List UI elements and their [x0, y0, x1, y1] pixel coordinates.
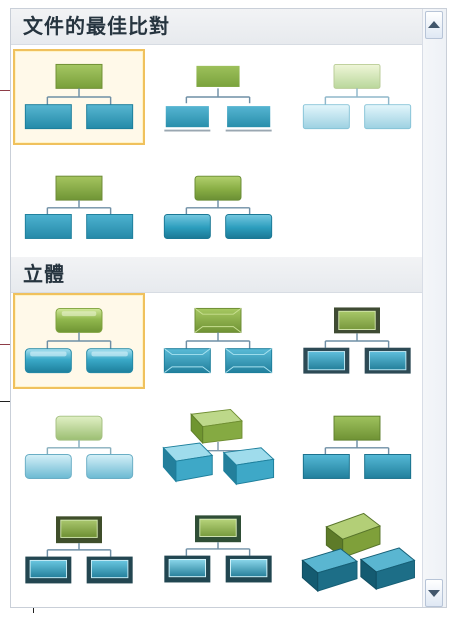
- callout-line-middle: [0, 344, 12, 345]
- style-tile-3d-cartoon[interactable]: [291, 293, 423, 389]
- style-tile-3d-polished[interactable]: [13, 293, 145, 389]
- gallery-content: 文件的最佳比對: [11, 9, 423, 607]
- style-tile-simple-fill[interactable]: [13, 49, 145, 145]
- style-tile-3d-inset[interactable]: [152, 293, 284, 389]
- scroll-down-button[interactable]: [425, 579, 443, 607]
- 3d-polished-preview: [24, 307, 134, 374]
- simple-fill-preview: [24, 63, 134, 130]
- style-tile-3d-metallic[interactable]: [291, 395, 423, 491]
- style-tile-3d-flat-scene[interactable]: [152, 499, 284, 595]
- style-tile-white-outline[interactable]: [152, 49, 284, 145]
- 3d-inset-preview: [163, 307, 273, 374]
- smartart-style-gallery: 文件的最佳比對: [10, 8, 447, 608]
- style-tile-3d-block-scene[interactable]: [291, 499, 423, 595]
- vertical-scrollbar[interactable]: [422, 9, 446, 607]
- subtle-effect-preview: [302, 63, 412, 130]
- 3d-sunset-scene-preview: [25, 516, 133, 584]
- style-tile-moderate-effect[interactable]: [13, 155, 145, 251]
- section-title-3d: 立體: [23, 262, 65, 286]
- moderate-effect-preview: [24, 175, 134, 239]
- style-tile-subtle-effect[interactable]: [291, 49, 423, 145]
- style-tile-intense-effect[interactable]: [152, 155, 284, 251]
- 3d-flat-scene-preview: [164, 515, 272, 583]
- style-tile-3d-sunset-scene[interactable]: [13, 499, 145, 595]
- intense-effect-preview: [163, 175, 273, 239]
- style-tile-3d-brick-scene[interactable]: [152, 395, 284, 491]
- 3d-cartoon-preview: [303, 307, 411, 374]
- section-header-3d: 立體: [11, 257, 423, 293]
- chevron-down-icon: [428, 590, 440, 597]
- white-outline-preview: [162, 62, 274, 132]
- section-title-document-best-match: 文件的最佳比對: [23, 14, 170, 38]
- section-header-document-best-match: 文件的最佳比對: [11, 9, 423, 45]
- 3d-metallic-preview: [302, 415, 412, 479]
- style-tile-3d-powder[interactable]: [13, 395, 145, 491]
- callout-line-top: [0, 90, 12, 91]
- 3d-block-scene-preview: [301, 512, 416, 593]
- 3d-powder-preview: [24, 415, 134, 479]
- chevron-up-icon: [428, 21, 440, 28]
- scroll-up-button[interactable]: [425, 11, 443, 39]
- 3d-brick-scene-preview: [162, 408, 275, 486]
